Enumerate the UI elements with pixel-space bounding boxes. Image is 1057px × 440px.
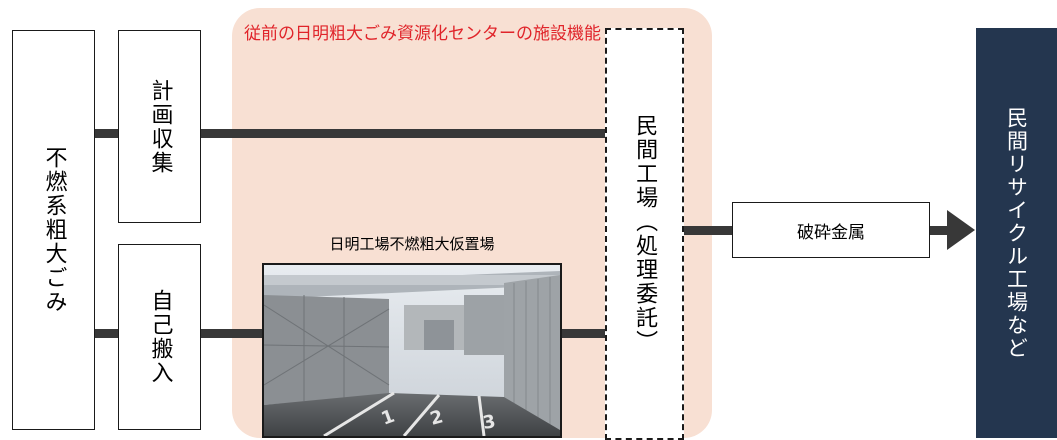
region-title: 従前の日明粗大ごみ資源化センターの施設機能 [244,24,601,44]
crushed-metal-label: 破砕金属 [797,222,865,243]
self-delivery-box: 自己搬入 [118,244,201,430]
connector-waste-to-self [95,329,118,338]
arrowhead-right-icon [947,210,975,250]
self-delivery-label: 自己搬入 [147,289,173,385]
storage-yard-illustration: 1 2 3 [264,265,560,436]
waste-source-box: 不燃系粗大ごみ [12,30,95,430]
storage-yard-photo: 1 2 3 [262,263,562,438]
private-factory-box: 民間工場（処理委託） [605,28,684,440]
planned-collection-label: 計画収集 [147,78,173,175]
connector-factory-to-metal [684,226,732,235]
photo-caption: 日明工場不燃粗大仮置場 [329,235,495,253]
private-factory-label: 民間工場（処理委託） [632,114,658,354]
waste-source-label: 不燃系粗大ごみ [41,146,67,314]
planned-collection-box: 計画収集 [118,30,201,223]
connector-self-to-photo [201,329,262,338]
bay-number-2: 2 [428,406,446,430]
crushed-metal-box: 破砕金属 [732,202,930,258]
bay-number-3: 3 [481,411,497,434]
connector-waste-to-plan [95,129,118,138]
connector-metal-to-recycle [930,226,949,235]
connector-photo-to-factory [562,329,605,338]
recycling-plant-box: 民間リサイクル工場など [976,28,1057,438]
recycling-plant-label: 民間リサイクル工場など [1004,106,1029,360]
connector-plan-to-factory [201,129,605,138]
